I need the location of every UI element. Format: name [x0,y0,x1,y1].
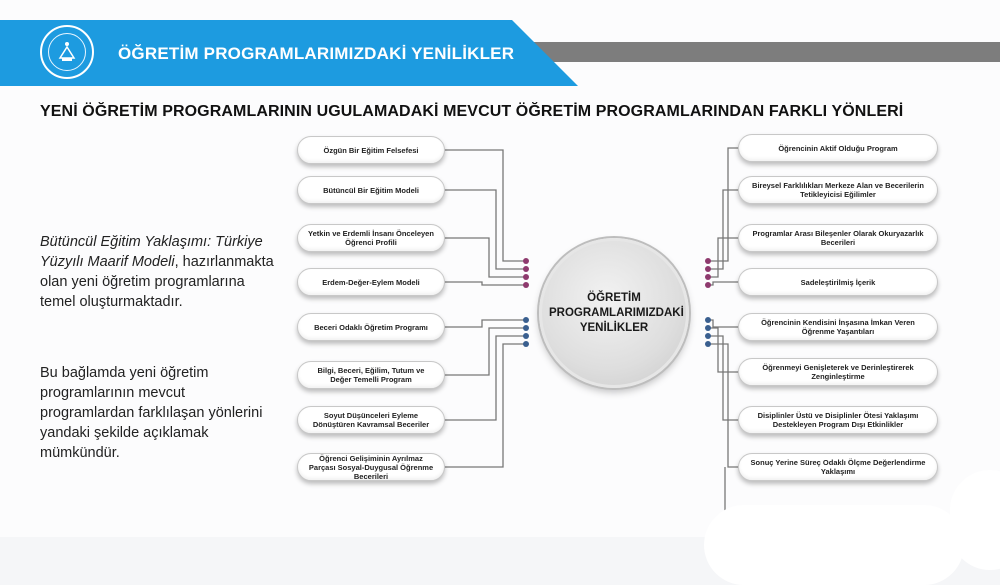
connector-dot [523,274,529,280]
connector-line [445,319,526,328]
left-item: Öğrenci Gelişiminin Ayrılmaz Parçası Sos… [297,453,445,481]
connector-dot [523,282,529,288]
intro-paragraph: Bütüncül Eğitim Yaklaşımı: Türkiye Yüzyı… [40,232,275,312]
connector-dot [705,341,711,347]
connector-line [708,335,738,421]
ministry-emblem-icon [40,25,94,79]
connector-line [445,281,526,286]
center-label: ÖĞRETİM PROGRAMLARIMIZDAKİ YENİLİKLER [549,291,684,334]
connector-dot [523,333,529,339]
right-item: Bireysel Farklılıkları Merkeze Alan ve B… [738,176,938,204]
overlay-shape [704,505,964,585]
connector-line [708,343,738,468]
connector-line [708,189,738,270]
header-banner [0,20,578,86]
connector-line [445,343,526,468]
connector-line [708,319,738,328]
connector-line [445,237,526,278]
left-item: Beceri Odaklı Öğretim Programı [297,313,445,341]
banner-title: ÖĞRETİM PROGRAMLARIMIZDAKİ YENİLİKLER [118,44,515,63]
slide: ÖĞRETİM PROGRAMLARIMIZDAKİ YENİLİKLER YE… [0,20,1000,537]
connector-dot [705,317,711,323]
left-item: Bütüncül Bir Eğitim Modeli [297,176,445,204]
right-item: Programlar Arası Bileşenler Olarak Okury… [738,224,938,252]
connector-line [445,335,526,421]
connector-line [708,281,738,286]
right-item: Öğrenmeyi Genişleterek ve Derinleştirere… [738,358,938,386]
main-heading: YENİ ÖĞRETİM PROGRAMLARININ UGULAMADAKİ … [40,103,904,120]
connector-lines [445,147,738,537]
connector-dot [705,258,711,264]
header-gray-bar [520,42,1000,62]
connector-dot [705,325,711,331]
connector-dot [523,325,529,331]
connector-dot [705,274,711,280]
left-item: Erdem-Değer-Eylem Modeli [297,268,445,296]
intro-italic: Bütüncül Eğitim Yaklaşımı: Türkiye Yüzyı… [40,234,263,270]
connector-dot [523,341,529,347]
connector-line [445,327,526,376]
connector-line [445,149,526,262]
center-hub: ÖĞRETİM PROGRAMLARIMIZDAKİ YENİLİKLER [539,238,689,388]
connector-line [445,189,526,270]
connector-dot [705,282,711,288]
left-item: Bilgi, Beceri, Eğilim, Tutum ve Değer Te… [297,361,445,389]
explanation-paragraph: Bu bağlamda yeni öğretim programlarının … [40,365,263,461]
intro-rest: , hazırlanmakta olan yeni öğretim progra… [40,254,274,310]
right-item: Öğrencinin Aktif Olduğu Program [738,134,938,162]
left-item: Yetkin ve Erdemli İnsanı Önceleyen Öğren… [297,224,445,252]
left-item: Soyut Düşünceleri Eyleme Dönüştüren Kavr… [297,406,445,434]
left-item: Özgün Bir Eğitim Felsefesi [297,136,445,164]
right-item: Disiplinler Üstü ve Disiplinler Ötesi Ya… [738,406,938,434]
connector-line [708,237,738,278]
connector-dot [705,266,711,272]
connector-dot [523,317,529,323]
connector-dot [523,258,529,264]
right-item: Öğrencinin Kendisini İnşasına İmkan Vere… [738,313,938,341]
connector-dot [523,266,529,272]
right-item: Sadeleştirilmiş İçerik [738,268,938,296]
connector-dot [705,333,711,339]
right-item: Sonuç Yerine Süreç Odaklı Ölçme Değerlen… [738,453,938,481]
